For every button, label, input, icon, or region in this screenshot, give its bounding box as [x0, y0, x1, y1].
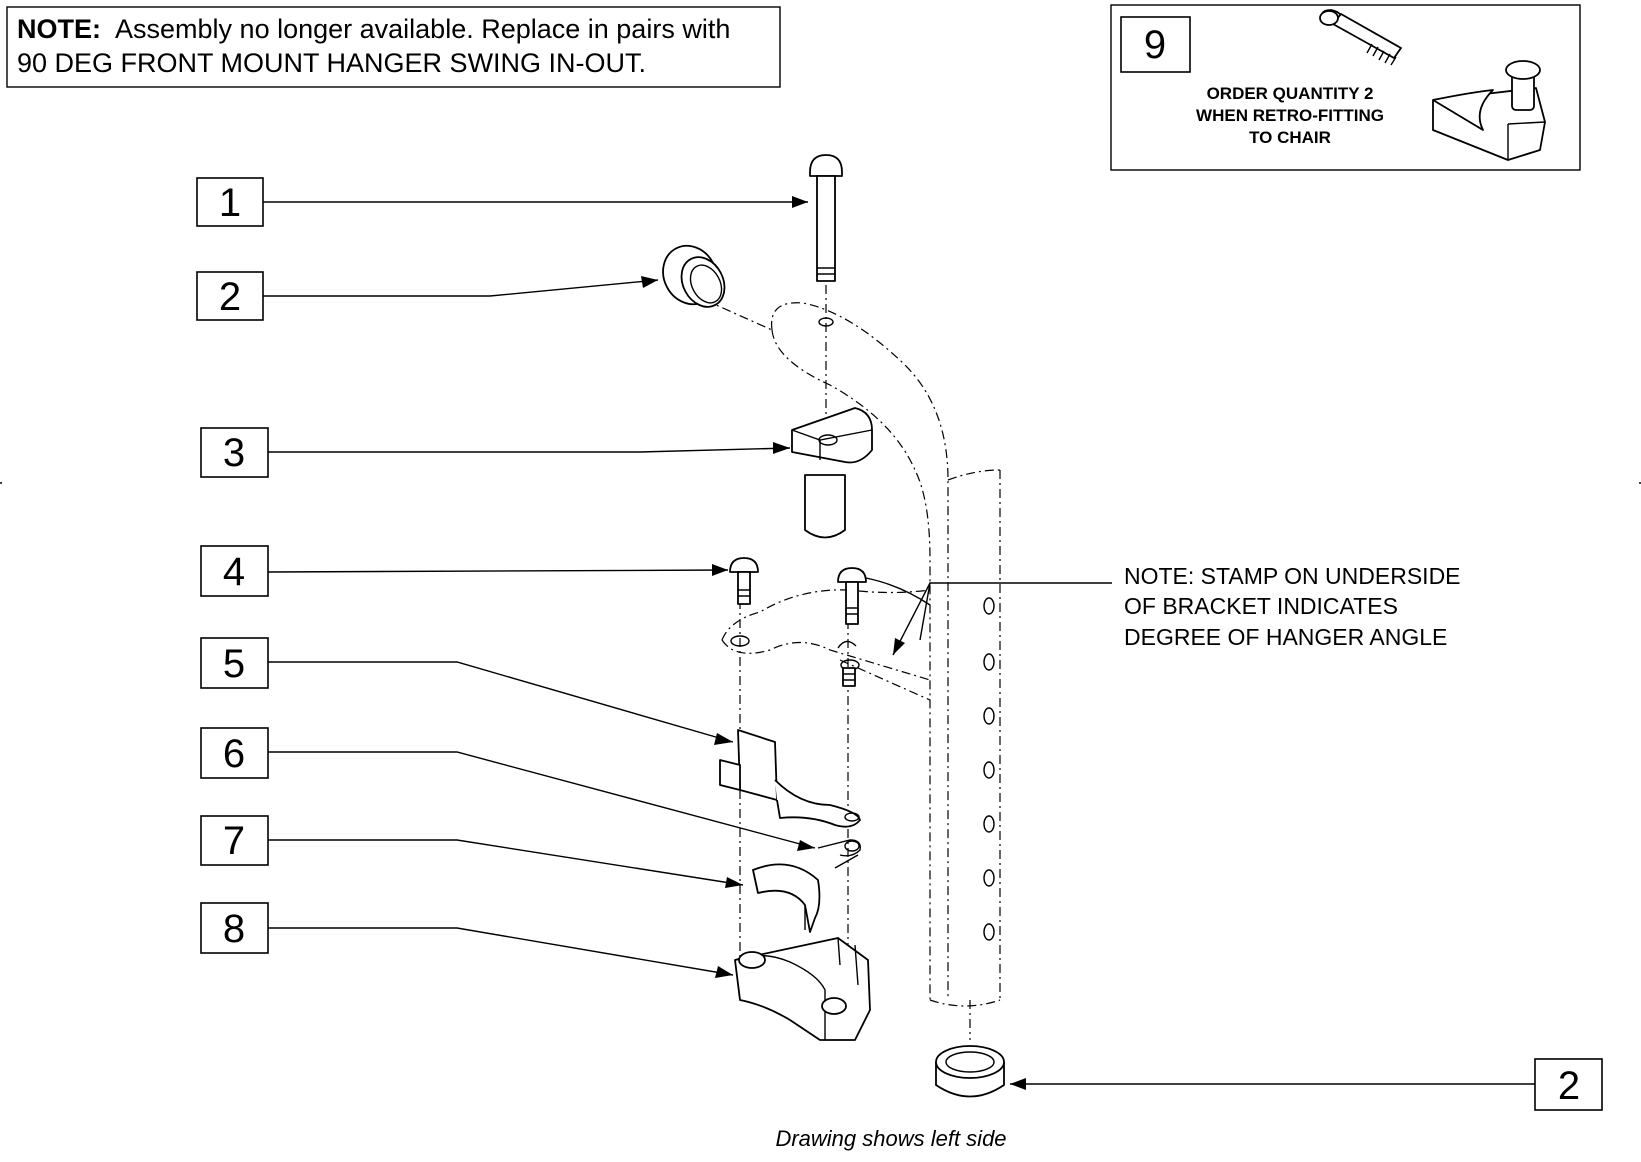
- callout-1: 1: [196, 177, 264, 227]
- callout-7-number: 7: [223, 819, 245, 863]
- callout-4: 4: [200, 545, 269, 597]
- callout-2-top-number: 2: [219, 275, 241, 319]
- callout-5-number: 5: [223, 642, 245, 686]
- part-6-clip: [817, 839, 861, 869]
- stamp-note-line1: NOTE: STAMP ON UNDERSIDE: [1124, 563, 1461, 589]
- callout-8: 8: [200, 902, 269, 954]
- callout-4-number: 4: [223, 550, 245, 594]
- callout-2-top: 2: [196, 271, 264, 321]
- callout-6-number: 6: [223, 732, 245, 776]
- inset-line3: TO CHAIR: [1249, 128, 1331, 147]
- stamp-note-line2: OF BRACKET INDICATES: [1124, 593, 1398, 619]
- callout-3-number: 3: [223, 431, 245, 475]
- callout-3: 3: [200, 427, 269, 478]
- callout-5: 5: [200, 637, 269, 689]
- top-note-label: NOTE:: [17, 14, 101, 44]
- svg-text:NOTE: Assembly no longer: NOTE: Assembly no longer available. Repl…: [17, 14, 730, 44]
- frame-tube: [771, 302, 1001, 1007]
- part-1-bolt: [809, 154, 843, 282]
- stamp-note: NOTE: STAMP ON UNDERSIDE OF BRACKET INDI…: [1124, 563, 1461, 650]
- callout-7: 7: [200, 815, 269, 866]
- leader-arrowheads: [641, 196, 1026, 1090]
- top-note-line1: Assembly no longer available. Replace in…: [115, 14, 730, 44]
- inset-line2: WHEN RETRO-FITTING: [1196, 106, 1384, 125]
- inset-item-9: 9 ORDER QUANTITY 2 WHEN RETRO-FITTING TO…: [1110, 4, 1581, 171]
- top-note-line2: 90 DEG FRONT MOUNT HANGER SWING IN-OUT.: [17, 48, 646, 78]
- top-note: NOTE: Assembly no longer available. Repl…: [6, 6, 781, 88]
- inset-block-icon: [1432, 60, 1546, 161]
- inset-line1: ORDER QUANTITY 2: [1207, 84, 1374, 103]
- part-3-pivot: [791, 407, 873, 539]
- stamp-note-line3: DEGREE OF HANGER ANGLE: [1124, 624, 1447, 650]
- part-2-bushing-bottom: [935, 1045, 1005, 1098]
- callout-6: 6: [200, 727, 269, 779]
- inset-number: 9: [1144, 23, 1166, 67]
- callout-2-bottom: 2: [1534, 1058, 1603, 1111]
- inset-screw-icon: [1319, 9, 1402, 66]
- part-5-lever: [719, 729, 861, 828]
- callout-2-bottom-number: 2: [1558, 1064, 1580, 1108]
- callout-1-number: 1: [219, 181, 241, 225]
- part-4-screws: [729, 557, 931, 687]
- drawing-caption: Drawing shows left side: [775, 1126, 1006, 1151]
- part-8-clamp: [734, 937, 871, 1041]
- leader-lines: [263, 201, 1535, 1085]
- part-7-half-ring: [752, 863, 821, 933]
- part-2-bushing-top: [662, 244, 726, 308]
- callout-8-number: 8: [223, 907, 245, 951]
